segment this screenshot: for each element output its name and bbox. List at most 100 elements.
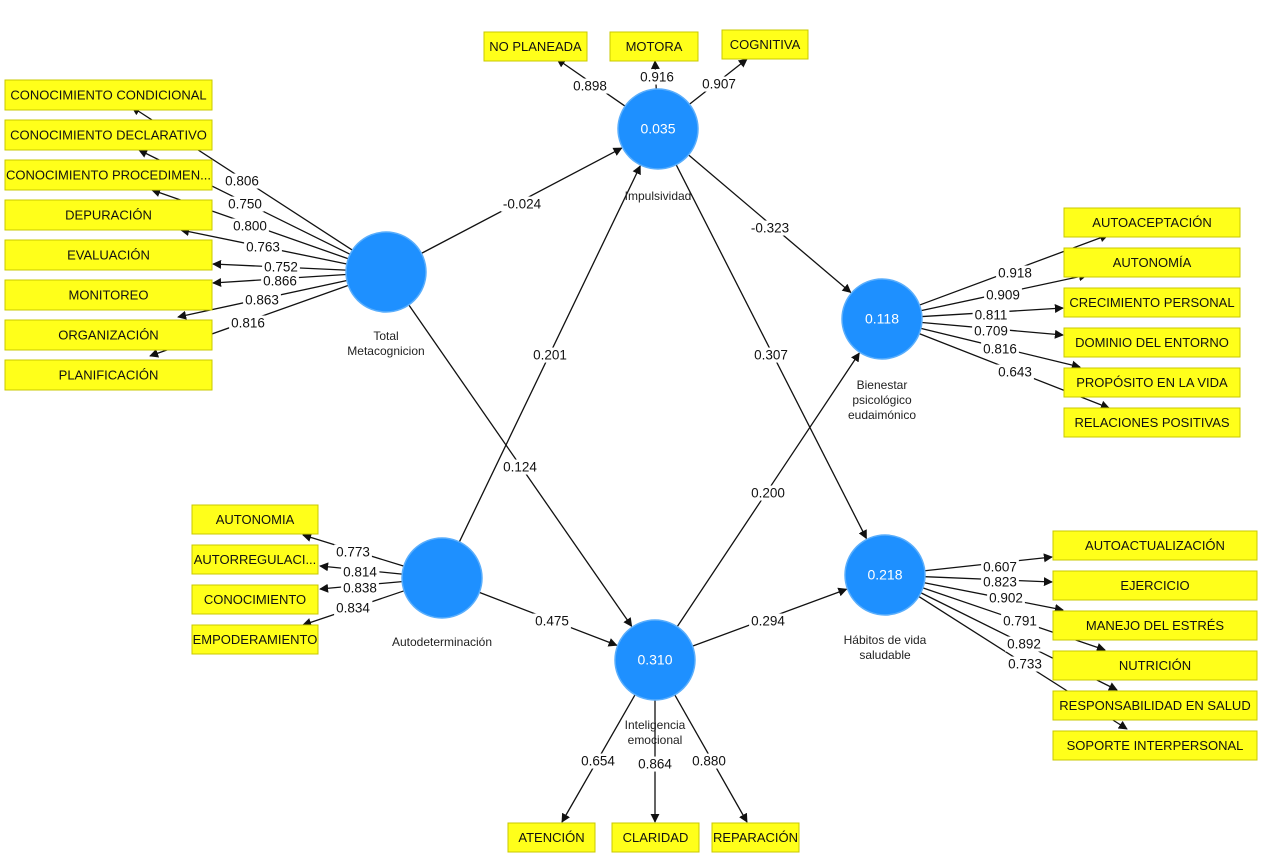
latent-hv[interactable]: 0.218	[844, 534, 926, 616]
indicator-box[interactable]	[4, 319, 213, 351]
outer-loading-rep-group: 0.880	[690, 753, 728, 769]
indicator-cd[interactable]: CONOCIMIENTO DECLARATIVO	[4, 119, 213, 151]
indicator-box[interactable]	[4, 279, 213, 311]
outer-loading-aa-bg	[996, 265, 1034, 281]
indicator-box[interactable]	[1052, 730, 1258, 761]
latent-name: psicológico	[852, 393, 912, 407]
outer-loading-cog-group: 0.907	[700, 76, 738, 92]
indicator-mot[interactable]: MOTORA	[609, 31, 699, 62]
indicator-org[interactable]: ORGANIZACIÓN	[4, 319, 213, 351]
indicator-box[interactable]	[191, 504, 319, 535]
indicator-box[interactable]	[4, 79, 213, 111]
outer-loading-aut-bg	[984, 287, 1022, 303]
indicator-rp[interactable]: RELACIONES POSITIVAS	[1063, 407, 1241, 438]
indicator-mon[interactable]: MONITOREO	[4, 279, 213, 311]
outer-loading-pev-bg	[981, 341, 1019, 357]
indicator-cog[interactable]: COGNITIVA	[721, 29, 809, 60]
indicator-dde[interactable]: DOMINIO DEL ENTORNO	[1063, 327, 1241, 358]
indicator-box[interactable]	[1063, 247, 1241, 278]
indicator-arg[interactable]: AUTORREGULACI...	[191, 544, 319, 575]
indicator-box[interactable]	[1063, 367, 1241, 398]
indicator-cc[interactable]: CONOCIMIENTO CONDICIONAL	[4, 79, 213, 111]
indicator-crp[interactable]: CRECIMIENTO PERSONAL	[1063, 287, 1241, 318]
latent-imp[interactable]: 0.035	[617, 88, 699, 170]
indicator-box[interactable]	[1052, 690, 1258, 721]
indicator-box[interactable]	[4, 239, 213, 271]
indicator-rep[interactable]: REPARACIÓN	[711, 822, 800, 853]
outer-loading-eva-group: 0.752	[262, 259, 300, 275]
latent-circle[interactable]	[345, 231, 427, 313]
indicator-box[interactable]	[483, 31, 588, 62]
latent-bp[interactable]: 0.118	[841, 278, 923, 360]
latent-ie[interactable]: 0.310	[614, 619, 696, 701]
outer-loading-sop-bg	[1006, 656, 1044, 672]
indicator-emp[interactable]: EMPODERAMIENTO	[191, 624, 319, 655]
indicator-ate[interactable]: ATENCIÓN	[507, 822, 596, 853]
latent-circle[interactable]	[614, 619, 696, 701]
indicator-cp[interactable]: CONOCIMIENTO PROCEDIMEN...	[4, 159, 213, 191]
indicator-box[interactable]	[4, 119, 213, 151]
indicator-box[interactable]	[711, 822, 800, 853]
indicator-box[interactable]	[4, 199, 213, 231]
latent-circle[interactable]	[617, 88, 699, 170]
outer-loading-mde-bg	[987, 590, 1025, 606]
indicator-label: PROPÓSITO EN LA VIDA	[1076, 375, 1228, 390]
latent-circle[interactable]	[401, 537, 483, 619]
indicator-box[interactable]	[1063, 207, 1241, 238]
indicator-box[interactable]	[611, 822, 700, 853]
outer-loading-nut-group: 0.791	[1001, 613, 1039, 629]
outer-loading-pla: 0.816	[231, 316, 265, 331]
indicator-box[interactable]	[191, 544, 319, 575]
indicator-au2[interactable]: AUTONOMIA	[191, 504, 319, 535]
indicator-box[interactable]	[1063, 407, 1241, 438]
indicator-dep[interactable]: DEPURACIÓN	[4, 199, 213, 231]
indicator-box[interactable]	[1063, 327, 1241, 358]
indicator-sop[interactable]: SOPORTE INTERPERSONAL	[1052, 730, 1258, 761]
outer-loading-mot-bg	[638, 69, 676, 85]
latent-circle[interactable]	[844, 534, 926, 616]
indicator-eva[interactable]: EVALUACIÓN	[4, 239, 213, 271]
path-coefficient-ie-bp-group: 0.200	[749, 485, 787, 501]
indicator-cla[interactable]: CLARIDAD	[611, 822, 700, 853]
outer-loading-eje-group: 0.823	[981, 574, 1019, 590]
outer-loading-emp-bg	[334, 600, 373, 616]
latent-circle[interactable]	[841, 278, 923, 360]
indicator-box[interactable]	[1052, 570, 1258, 601]
indicator-pev[interactable]: PROPÓSITO EN LA VIDA	[1063, 367, 1241, 398]
latent-name: Inteligencia	[625, 718, 686, 732]
indicator-box[interactable]	[1052, 610, 1258, 641]
latent-tm[interactable]	[345, 231, 427, 313]
indicator-aut[interactable]: AUTONOMÍA	[1063, 247, 1241, 278]
outer-loading-cp-bg	[231, 218, 269, 234]
indicator-nut[interactable]: NUTRICIÓN	[1052, 650, 1258, 681]
outer-loading-rp: 0.643	[998, 365, 1032, 380]
outer-loading-pla-bg	[229, 315, 267, 331]
indicator-box[interactable]	[1063, 287, 1241, 318]
outer-loading-cog-bg	[700, 76, 738, 92]
indicator-aa[interactable]: AUTOACEPTACIÓN	[1063, 207, 1241, 238]
indicator-box[interactable]	[507, 822, 596, 853]
indicator-label: NO PLANEADA	[489, 39, 582, 54]
path-coefficient-ad-ie: 0.475	[535, 614, 569, 629]
outer-loading-mot: 0.916	[640, 70, 674, 85]
indicator-box[interactable]	[4, 359, 213, 391]
indicator-pla[interactable]: PLANIFICACIÓN	[4, 359, 213, 391]
indicator-box[interactable]	[1052, 650, 1258, 681]
indicator-mde[interactable]: MANEJO DEL ESTRÉS	[1052, 610, 1258, 641]
outer-loading-eje: 0.823	[983, 575, 1017, 590]
indicator-box[interactable]	[4, 159, 213, 191]
indicator-aac[interactable]: AUTOACTUALIZACIÓN	[1052, 530, 1258, 561]
indicator-con[interactable]: CONOCIMIENTO	[191, 584, 319, 615]
indicator-eje[interactable]: EJERCICIO	[1052, 570, 1258, 601]
indicator-label: DEPURACIÓN	[65, 207, 152, 222]
indicator-box[interactable]	[1052, 530, 1258, 561]
indicator-box[interactable]	[721, 29, 809, 60]
latent-ad[interactable]	[401, 537, 483, 619]
outer-loading-dde-bg	[972, 323, 1010, 339]
indicator-box[interactable]	[191, 584, 319, 615]
indicator-box[interactable]	[609, 31, 699, 62]
indicator-box[interactable]	[191, 624, 319, 655]
indicator-label: MONITOREO	[69, 287, 149, 302]
indicator-np[interactable]: NO PLANEADA	[483, 31, 588, 62]
indicator-res[interactable]: RESPONSABILIDAD EN SALUD	[1052, 690, 1258, 721]
